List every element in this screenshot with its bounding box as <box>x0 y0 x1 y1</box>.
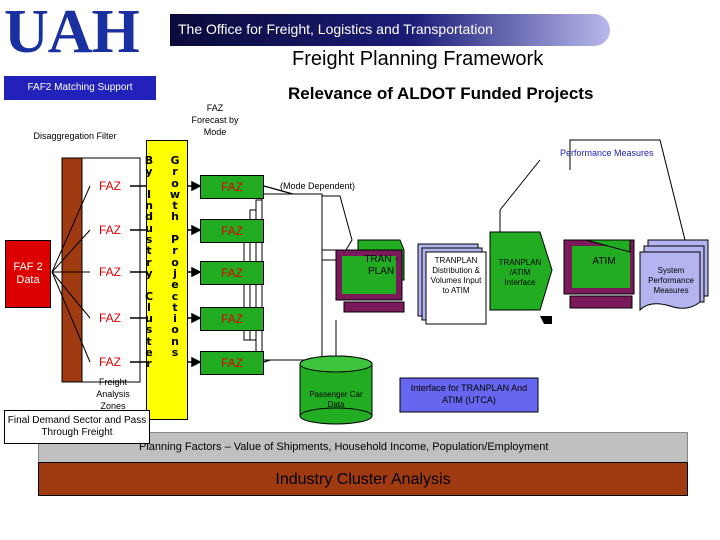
planning-factors-bar: Planning Factors – Value of Shipments, H… <box>38 432 688 464</box>
atim-label: ATIM <box>592 256 616 267</box>
tranplan-atim-shape <box>489 231 553 311</box>
faz-forecast-label: FAZ Forecast by Mode <box>191 103 239 137</box>
system-performance-label: System Performance Measures <box>648 266 694 295</box>
planning-factors-text: Planning Factors – Value of Shipments, H… <box>139 441 549 453</box>
faz-right-1: FAZ <box>200 175 264 199</box>
faz-right-3: FAZ <box>200 261 264 285</box>
industry-cluster-text: Industry Cluster Analysis <box>275 471 451 488</box>
faz-left-4: FAZ <box>98 311 121 325</box>
mode-dependent-label: (Mode Dependent) <box>280 181 356 191</box>
distribution-doc-stack <box>417 243 487 325</box>
faz-left-2: FAZ <box>98 223 121 237</box>
faz-right-2: FAZ <box>200 219 264 243</box>
performance-measures-label: Performance Measures <box>560 148 654 158</box>
faf2-data-box: FAF 2 Data <box>5 240 51 308</box>
faz-left-5: FAZ <box>98 355 121 369</box>
final-demand-box: Final Demand Sector and Pass Through Fre… <box>4 410 150 444</box>
tranplan-distribution-label: TRANPLAN Distribution & Volumes Input to… <box>430 256 482 295</box>
page-title: Freight Planning Framework <box>292 48 544 70</box>
disaggregation-funnel <box>61 157 83 383</box>
banner-title: The Office for Freight, Logistics and Tr… <box>178 21 493 37</box>
disaggregation-filter-label: Disaggregation Filter <box>33 131 117 141</box>
tranplan-monitor <box>335 249 405 313</box>
fan-lines <box>51 185 91 363</box>
industry-cluster-bar: Industry Cluster Analysis <box>38 462 688 496</box>
header-banner: The Office for Freight, Logistics and Tr… <box>170 14 610 46</box>
faf2-matching-label: FAF2 Matching Support <box>27 82 133 93</box>
uah-logo: UAH <box>4 0 140 66</box>
faz-left-3: FAZ <box>98 265 121 279</box>
system-performance-stack <box>639 239 709 312</box>
disaggregation-frame <box>61 157 141 383</box>
tranplan-label: TRAN -PLAN <box>364 254 398 277</box>
faz-right-4: FAZ <box>200 307 264 331</box>
passenger-car-cylinder <box>299 355 373 425</box>
atim-monitor <box>563 239 635 309</box>
faf2-matching-support-box: FAF2 Matching Support <box>4 76 156 100</box>
freight-analysis-zones-label: Freight Analysis Zones <box>96 377 130 411</box>
interface-box <box>399 377 539 413</box>
performance-connector <box>569 139 686 241</box>
tranplan-atim-label: TRANPLAN /ATIM Interface <box>498 258 542 287</box>
faz-left-1: FAZ <box>98 179 121 193</box>
interface-label: Interface for TRANPLAN And ATIM (UTCA) <box>410 383 528 405</box>
page-subtitle: Relevance of ALDOT Funded Projects <box>288 84 594 103</box>
faz-right-5: FAZ <box>200 351 264 375</box>
passenger-car-label: Passenger Car Data <box>309 390 363 409</box>
